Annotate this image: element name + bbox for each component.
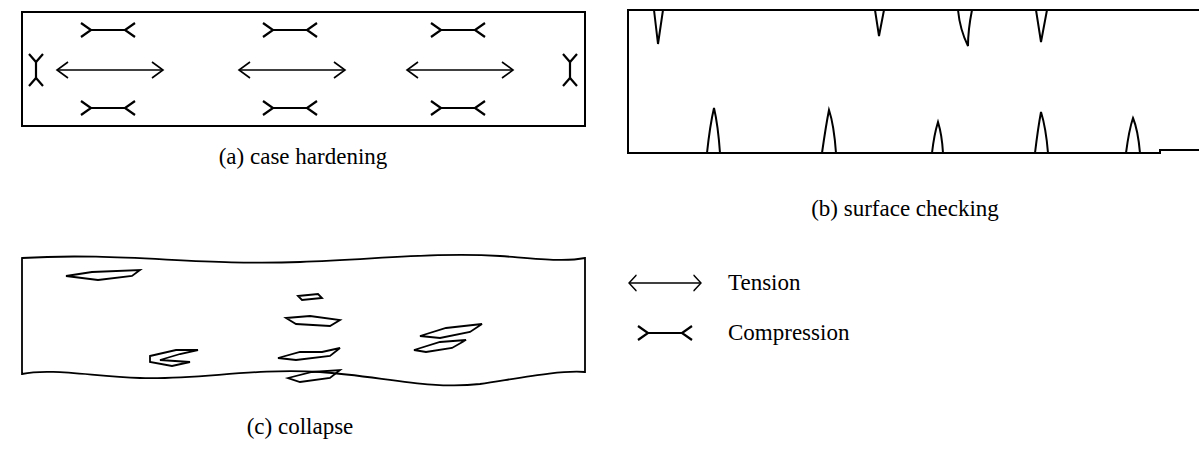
legend-samples — [629, 275, 701, 340]
legend-label: Compression — [728, 319, 849, 347]
legend-label: Tension — [728, 269, 801, 297]
surface-checking-board — [628, 10, 1199, 153]
collapse-board — [22, 255, 585, 386]
figure-caption: (a) case hardening — [219, 143, 388, 171]
figure-caption: (c) collapse — [247, 413, 354, 441]
figure-caption: (b) surface checking — [811, 195, 999, 223]
case-hardening-board — [22, 12, 585, 126]
